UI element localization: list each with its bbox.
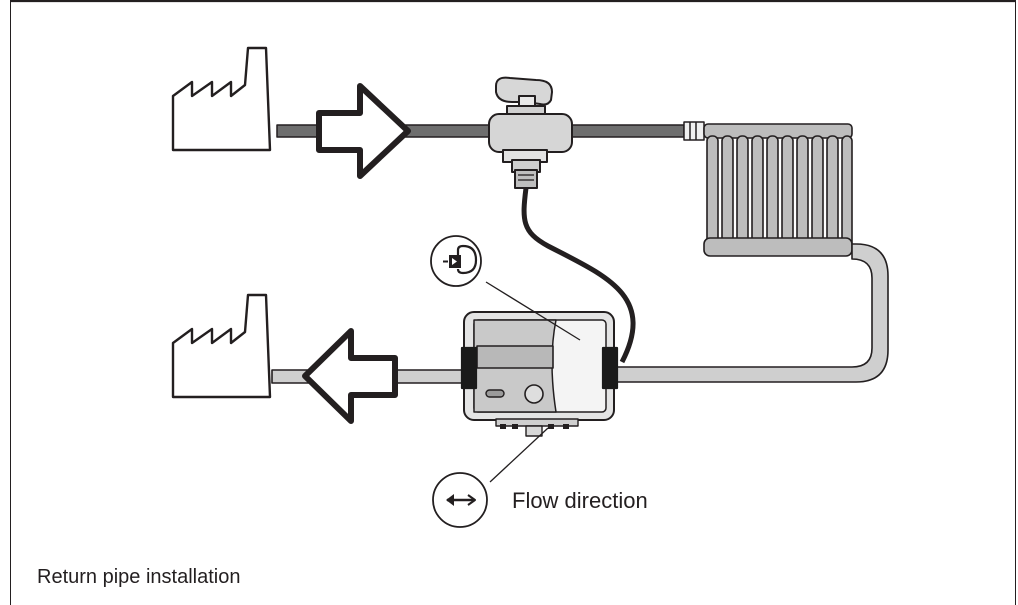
- arrow-left-icon: [302, 328, 398, 424]
- sensor-callout-line: [485, 281, 581, 341]
- flow-direction-label: Flow direction: [512, 488, 648, 513]
- factory-icon: [171, 293, 272, 399]
- diagram-frame: [10, 0, 1016, 605]
- sensor-cable: [521, 187, 636, 364]
- heat-meter-icon: [460, 311, 619, 437]
- supply-pipe: [276, 124, 685, 138]
- factory-icon: [171, 46, 272, 152]
- radiator-valve: [683, 121, 705, 141]
- radiator-icon: [703, 123, 853, 257]
- arrow-right-icon: [316, 83, 411, 179]
- flow-callout-line: [489, 427, 549, 483]
- return-pipe-outer: [614, 243, 889, 383]
- figure-caption: Return pipe installation: [37, 566, 241, 588]
- valve-icon: [488, 76, 573, 189]
- temperature-sensor-icon: [430, 235, 482, 287]
- flow-direction-icon: [432, 472, 488, 528]
